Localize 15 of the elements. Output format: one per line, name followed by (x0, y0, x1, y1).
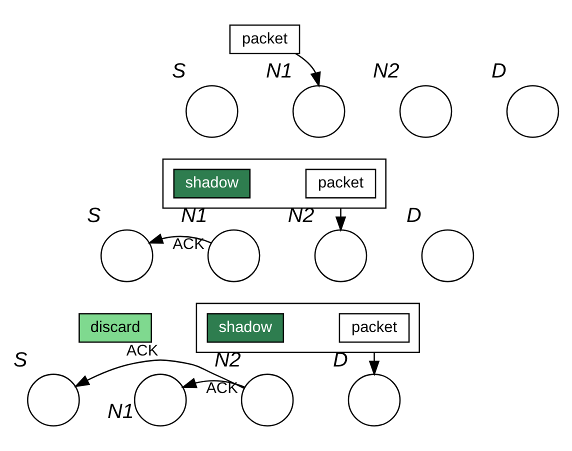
node-label: D (406, 204, 422, 228)
node-label: D (333, 348, 348, 372)
node-label: S (86, 204, 101, 228)
node-label: S (14, 348, 28, 372)
edge-label: ACK (206, 380, 238, 398)
node-label: N2 (372, 60, 400, 83)
node-label: N1 (180, 204, 208, 228)
node-label: D (492, 60, 506, 83)
node-label: N1 (266, 60, 292, 83)
edge-label: ACK (126, 342, 158, 360)
node-label: S (172, 60, 186, 83)
node-label: N2 (214, 348, 241, 372)
edge-label: ACK (172, 236, 204, 253)
node-label: N2 (288, 204, 314, 228)
node-label: N1 (108, 400, 134, 423)
